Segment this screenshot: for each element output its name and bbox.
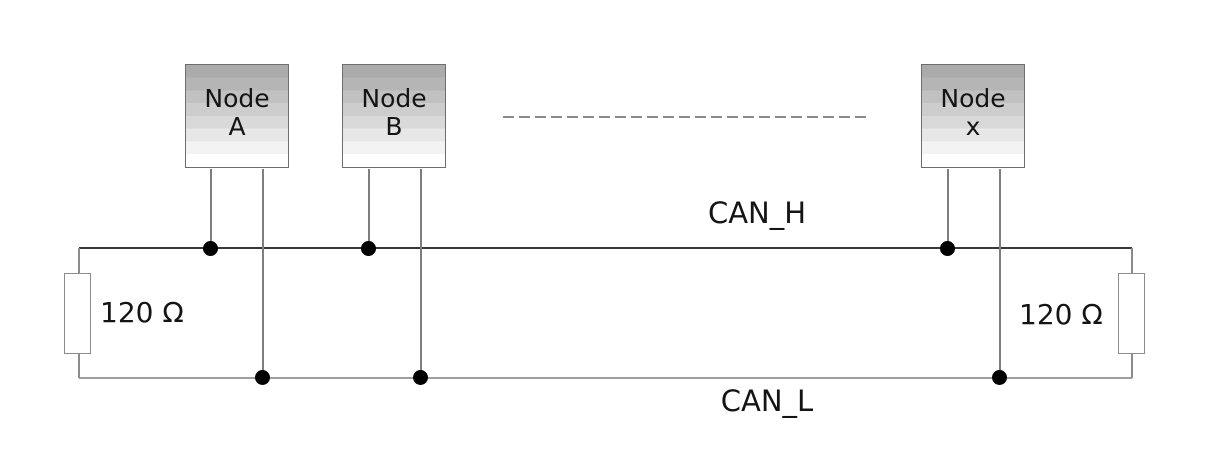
node-x-label-line1: Node [940,84,1006,113]
node-b-canl-wire [420,169,422,378]
junction-dot-x-canl [992,370,1007,385]
node-b-label-line2: B [385,112,403,141]
ellipsis-dashed-line [503,116,866,118]
node-a-label-line1: Node [204,84,270,113]
node-box-x: Node x [921,64,1025,168]
node-a-canl-wire [262,169,264,378]
node-x-canh-wire [947,169,949,248]
node-x-canl-wire [999,169,1001,378]
left-termination-resistor [64,273,91,354]
junction-dot-x-canh [940,241,955,256]
junction-dot-b-canh [361,241,376,256]
can-l-bus-line [79,377,1132,380]
can-h-label: CAN_H [707,196,807,230]
junction-dot-a-canh [203,241,218,256]
can-h-bus-line [79,247,1132,249]
right-termination-resistor [1118,273,1145,354]
node-a-label-line2: A [228,112,246,141]
node-box-b: Node B [342,64,446,168]
left-resistor-value-label: 120 Ω [100,296,184,329]
junction-dot-b-canl [413,370,428,385]
node-b-canh-wire [368,169,370,248]
node-x-label-line2: x [965,112,981,141]
right-resistor-value-label: 120 Ω [1019,298,1103,331]
junction-dot-a-canl [255,370,270,385]
node-box-a: Node A [185,64,289,168]
can-l-label: CAN_L [720,384,814,418]
node-b-label-line1: Node [361,84,427,113]
node-a-canh-wire [210,169,212,248]
